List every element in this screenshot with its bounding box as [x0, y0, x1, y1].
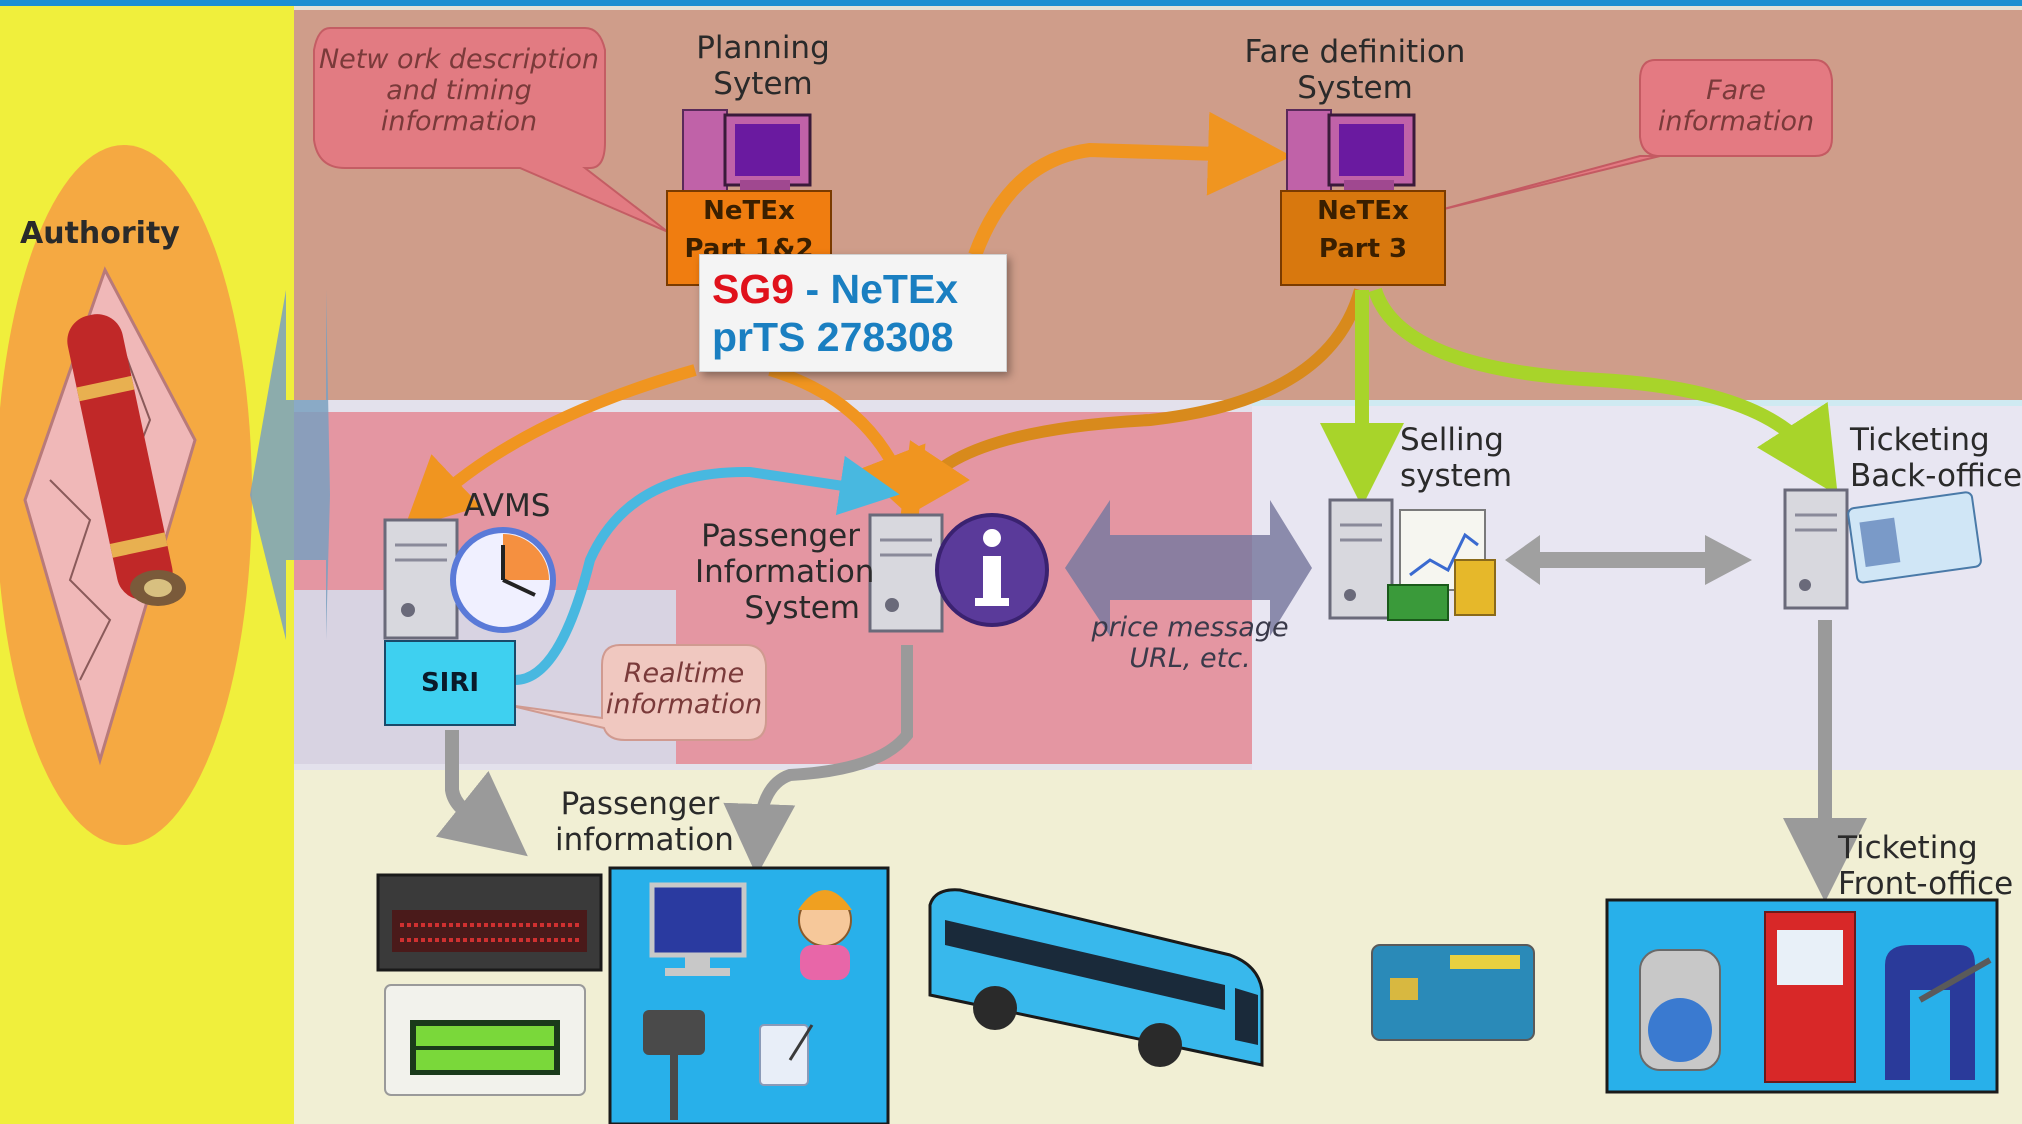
pis-selling-exchange-arrow [1065, 500, 1312, 636]
fare-information-bubble: Fare information [1657, 75, 1815, 137]
lcd-display-icon [384, 984, 586, 1096]
clock-icon [450, 527, 556, 633]
fare-computer-icon [1286, 109, 1416, 196]
realtime-information-bubble: Realtime information [605, 658, 763, 720]
realtime-bubble-shape [507, 644, 767, 741]
passenger-information-label: Passenger information [555, 786, 734, 858]
ticketing-frontoffice-label: Ticketing Front-office [1838, 830, 2014, 902]
authority-label: Authority [20, 216, 180, 251]
tablet-icon [759, 1024, 814, 1086]
planning-system-label: Planning Sytem [696, 30, 830, 102]
bus-icon [928, 888, 1264, 1067]
fare-netex-box: NeTEx Part 3 [1280, 190, 1446, 286]
arrow-pis-to-passenger-info [723, 645, 913, 876]
selling-server-icon [1328, 498, 1394, 620]
avms-server-icon [383, 518, 459, 640]
fare-info-bubble-shape [1439, 59, 1833, 211]
callout-prts: prTS 278308 [712, 314, 954, 360]
siri-box: SIRI [384, 640, 516, 726]
fare-definition-label: Fare definition System [1244, 34, 1466, 106]
backoffice-server-icon [1783, 488, 1849, 610]
arrow-planning-to-fare [968, 111, 1292, 258]
ticket-machine-icon [1764, 911, 1856, 1083]
selling-system-label: Selling system [1400, 422, 1513, 494]
arrow-netex-to-avms [403, 364, 697, 530]
pis-label: Passenger Information System [695, 518, 875, 626]
callout-sg9: SG9 [712, 266, 795, 312]
selling-ticketing-exchange-arrow [1505, 535, 1752, 585]
arrow-siri-to-pis [514, 455, 900, 685]
planning-computer-icon [682, 109, 812, 196]
arrow-siri-to-displays [435, 730, 528, 857]
network-description-bubble: Netw ork description and timing informat… [318, 44, 600, 137]
call-agent-icon [798, 890, 852, 980]
arrow-fare-to-pis [899, 288, 1366, 520]
authority-exchange-arrow [250, 290, 330, 640]
info-icon [935, 513, 1049, 627]
arrow-fare-to-ticketing [1368, 287, 1838, 496]
card-reader-icon [1639, 949, 1721, 1071]
callout-separator: - [794, 266, 831, 312]
pis-server-icon [868, 513, 944, 633]
id-card-icon [1847, 491, 1982, 584]
monitor-icon [649, 882, 747, 976]
led-display-icon [376, 873, 603, 972]
sg9-netex-callout: SG9 - NeTEx prTS 278308 [699, 254, 1007, 372]
map-scroll-icon [23, 266, 197, 766]
smart-card-icon [1371, 944, 1535, 1041]
ticketing-backoffice-label: Ticketing Back-office [1850, 422, 2022, 494]
price-message-label: price message URL, etc. [1091, 612, 1289, 674]
network-bubble-shape [313, 27, 669, 233]
top-frame-line [0, 0, 2022, 6]
phone-icon [643, 1010, 705, 1120]
money-icon [1387, 559, 1496, 621]
arrow-netex-to-pis [768, 364, 926, 524]
turnstile-icon [1885, 945, 1992, 1080]
avms-label: AVMS [463, 488, 551, 524]
callout-netex: NeTEx [830, 266, 959, 312]
